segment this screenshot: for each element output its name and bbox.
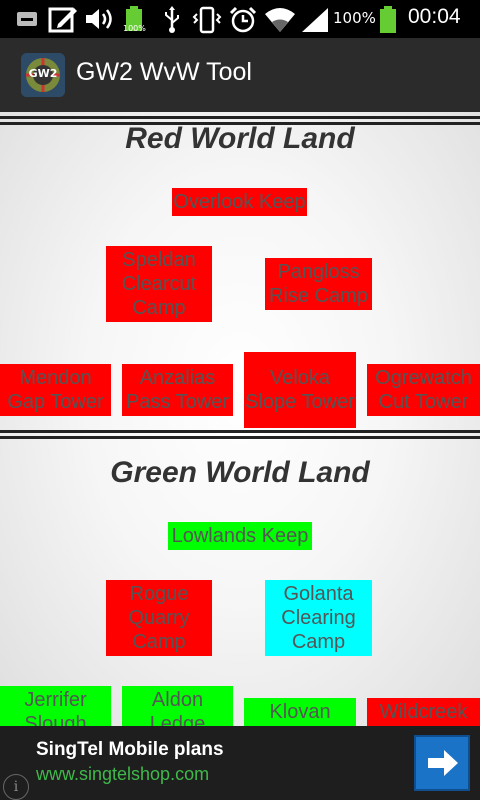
section-title-red: Red World Land: [125, 122, 355, 155]
edit-icon: [48, 6, 78, 33]
app-logo-text: GW2: [28, 67, 58, 80]
battery-icon: [376, 6, 400, 33]
app-logo-icon[interactable]: GW2: [21, 53, 65, 97]
main-content[interactable]: Red World Land Overlook Keep Speldan Cle…: [0, 112, 480, 726]
vibrate-icon: [192, 6, 222, 34]
ad-title[interactable]: SingTel Mobile plans: [36, 739, 224, 760]
objective-speldan-clearcut-camp[interactable]: Speldan Clearcut Camp: [106, 246, 212, 322]
objective-aldon-ledge[interactable]: Aldon Ledge: [122, 686, 233, 726]
ad-banner[interactable]: SingTel Mobile plans www.singtelshop.com…: [0, 726, 480, 800]
objective-anzalias-pass-tower[interactable]: Anzalias Pass Tower: [122, 364, 233, 416]
section-divider: [0, 116, 480, 126]
ad-info-icon[interactable]: i: [3, 774, 29, 800]
section-divider: [0, 430, 480, 440]
objective-klovan[interactable]: Klovan: [244, 698, 356, 726]
objective-rogue-quarry-camp[interactable]: Rogue Quarry Camp: [106, 580, 212, 656]
objective-wildcreek[interactable]: Wildcreek: [367, 698, 480, 726]
objective-jerrifer-slough[interactable]: Jerrifer Slough: [0, 686, 111, 726]
objective-overlook-keep[interactable]: Overlook Keep: [172, 188, 307, 216]
dash-icon: [14, 6, 40, 32]
ad-url[interactable]: www.singtelshop.com: [36, 764, 210, 784]
wifi-icon: [264, 6, 296, 32]
battery-full-icon: [122, 6, 146, 32]
objective-ogrewatch-cut-tower[interactable]: Ogrewatch Cut Tower: [367, 364, 480, 416]
volume-icon: [84, 6, 116, 32]
status-bar: 100% 100% 00:04: [0, 0, 480, 38]
objective-lowlands-keep[interactable]: Lowlands Keep: [168, 522, 312, 550]
usb-icon: [160, 6, 184, 33]
app-title: GW2 WvW Tool: [76, 58, 252, 86]
battery-small-label: 100%: [123, 24, 146, 33]
arrow-right-icon: [416, 737, 468, 789]
section-title-green: Green World Land: [110, 456, 370, 489]
alarm-icon: [228, 6, 258, 33]
battery-percentage: 100%: [333, 9, 376, 27]
objective-mendon-gap-tower[interactable]: Mendon Gap Tower: [0, 364, 111, 416]
signal-icon: [300, 6, 330, 32]
objective-veloka-slope-tower[interactable]: Veloka Slope Tower: [244, 352, 356, 428]
action-bar: GW2 GW2 WvW Tool: [0, 38, 480, 112]
clock: 00:04: [408, 5, 461, 28]
objective-pangloss-rise-camp[interactable]: Pangloss Rise Camp: [265, 258, 372, 310]
ad-go-button[interactable]: [414, 735, 470, 791]
objective-golanta-clearing-camp[interactable]: Golanta Clearing Camp: [265, 580, 372, 656]
